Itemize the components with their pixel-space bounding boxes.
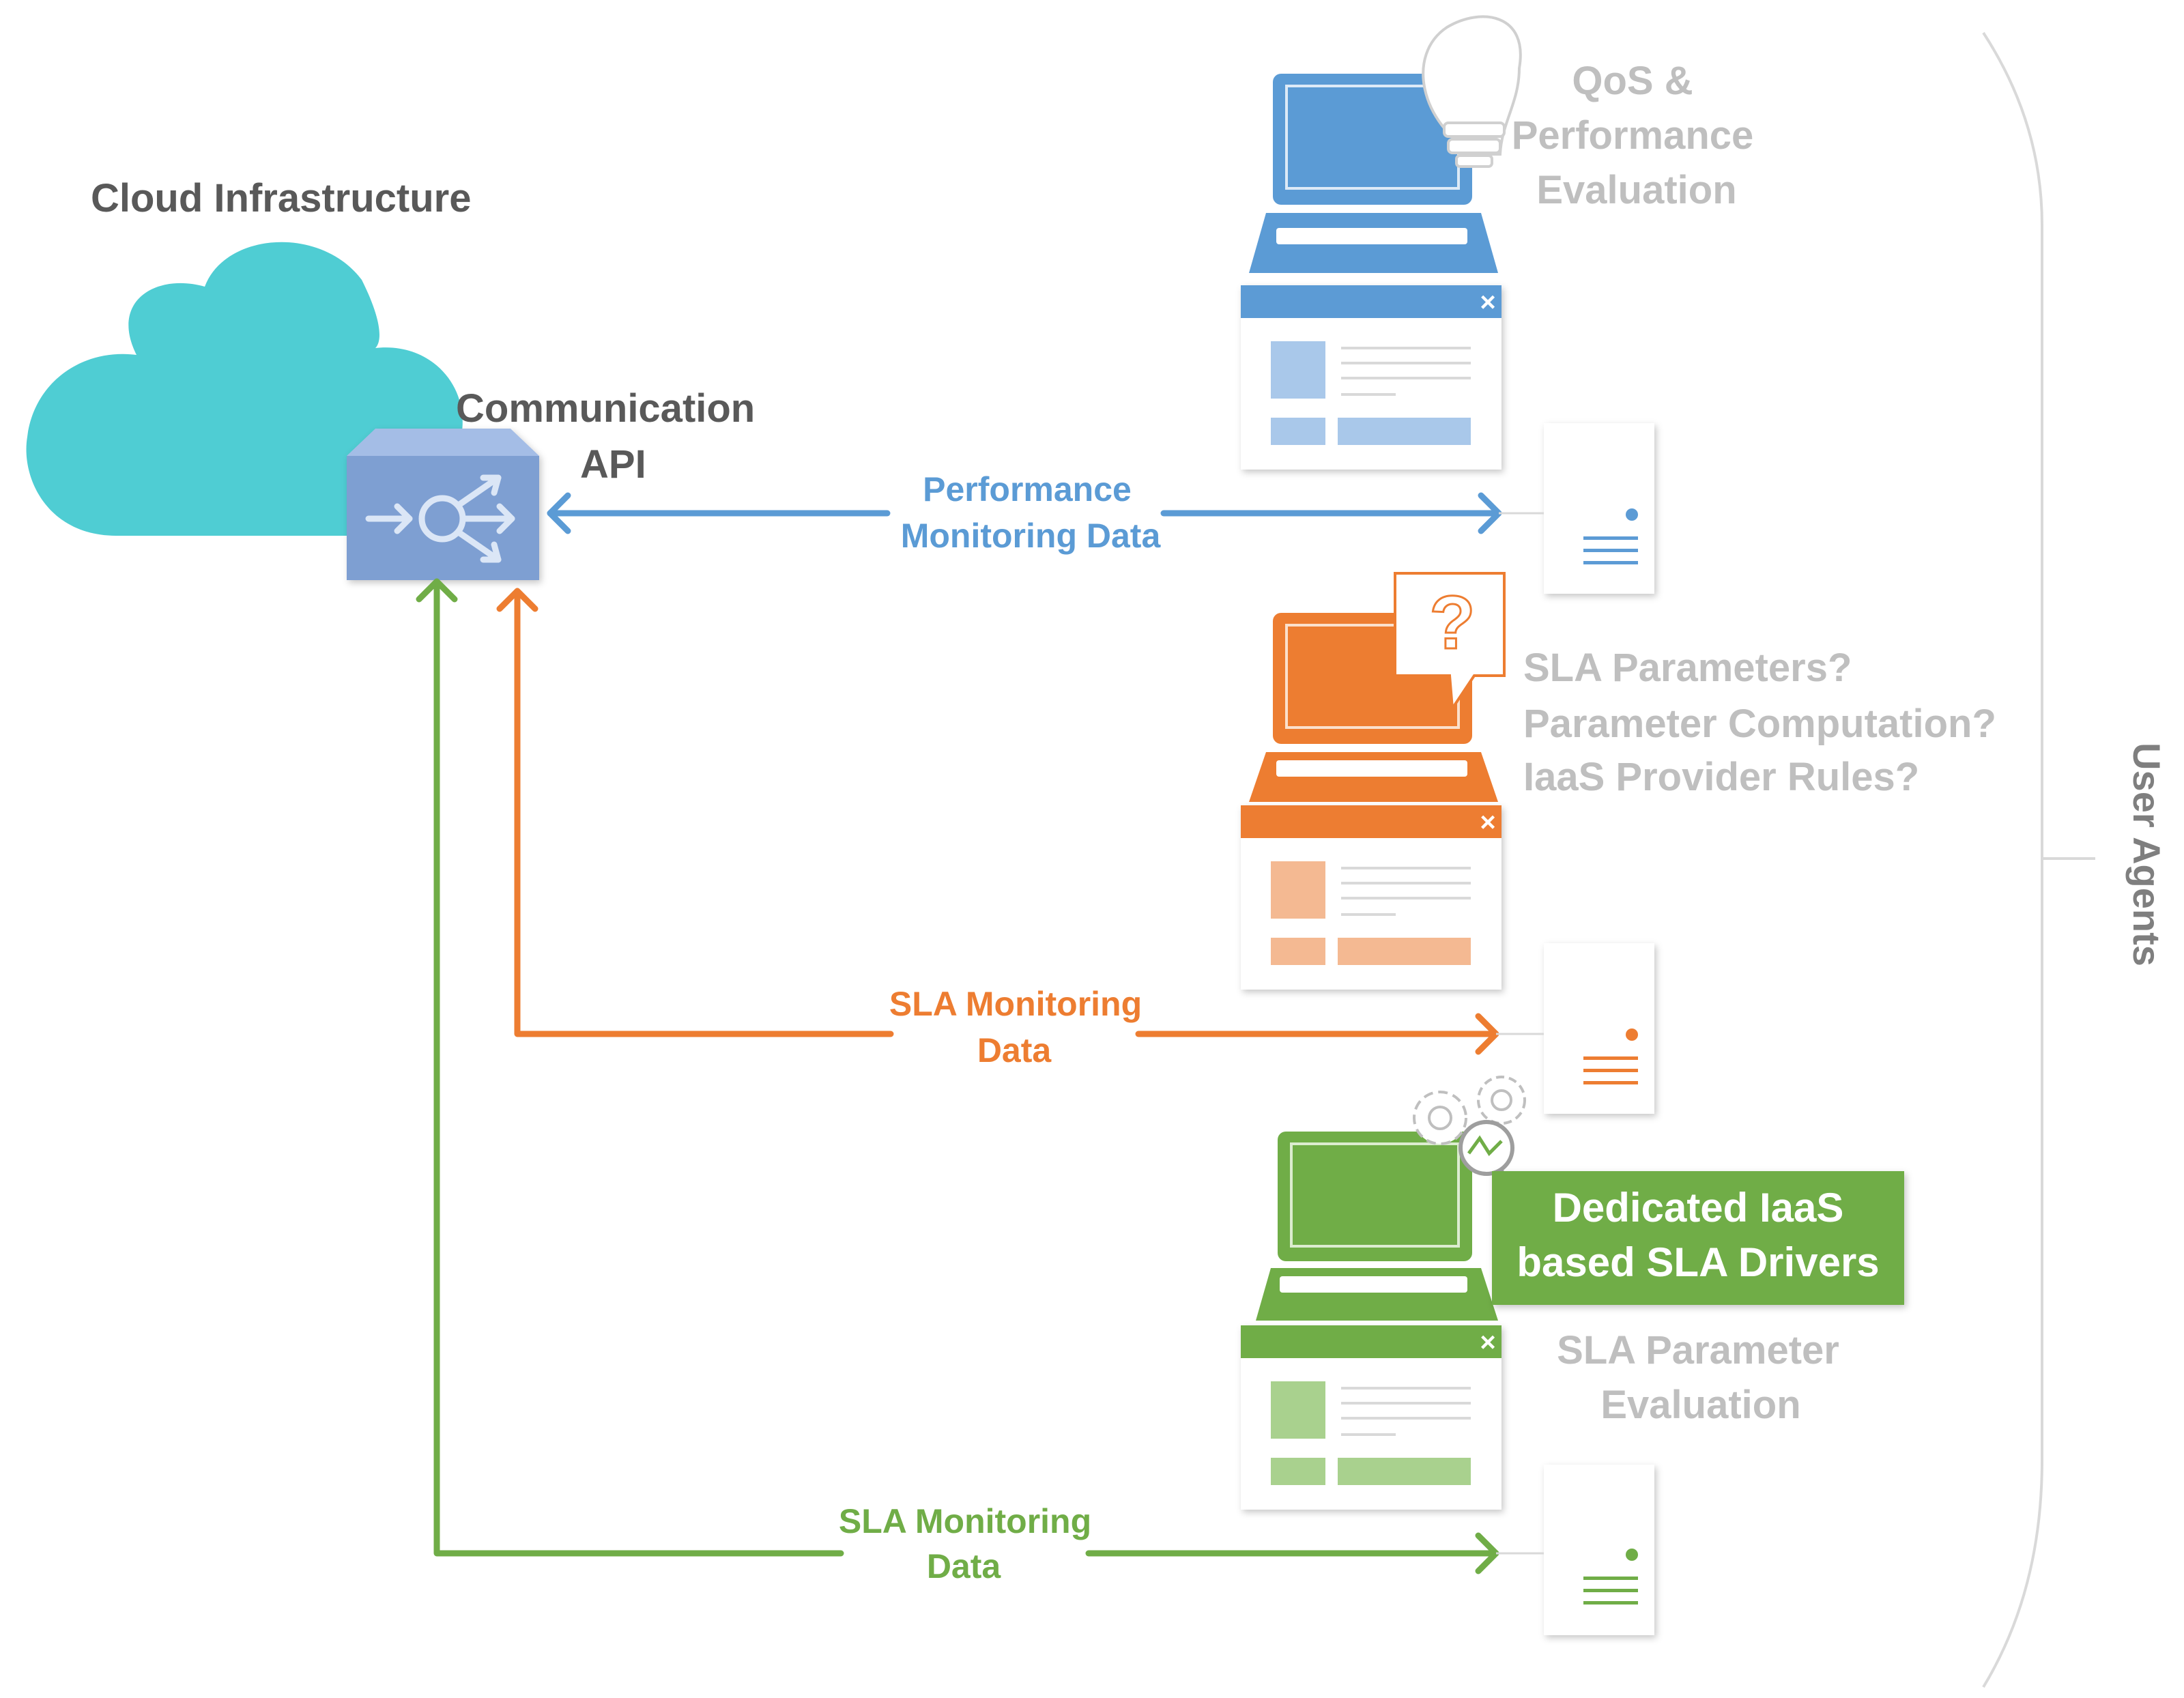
server-icon-orange	[1544, 943, 1654, 1114]
app-window-blue	[1241, 285, 1502, 470]
close-icon[interactable]: ×	[1480, 287, 1495, 317]
lightbulb-icon	[1422, 15, 1522, 168]
communication-api-icon	[347, 429, 539, 580]
sla-parameter-evaluation-line2: Evaluation	[1600, 1383, 1800, 1427]
sla-monitoring-orange-label-line2: Data	[977, 1031, 1052, 1069]
cloud-infrastructure-label: Cloud Infrastructure	[91, 176, 472, 220]
server-icon-blue	[1544, 423, 1654, 594]
server-icon-green	[1544, 1465, 1654, 1635]
sla-monitoring-orange-label-line1: SLA Monitoring	[889, 985, 1142, 1023]
dedicated-iaas-box	[1492, 1171, 1904, 1305]
dedicated-iaas-label-line2: based SLA Drivers	[1517, 1239, 1879, 1285]
sla-parameter-evaluation-line1: SLA Parameter	[1557, 1328, 1839, 1372]
close-icon[interactable]: ×	[1480, 807, 1495, 837]
laptop-icon-blue	[1249, 74, 1498, 273]
parameter-computation-question: Parameter Computation?	[1523, 702, 1996, 746]
question-bubble-icon	[1394, 572, 1506, 713]
qos-label-line2: Performance	[1512, 113, 1754, 158]
close-icon[interactable]: ×	[1480, 1327, 1495, 1357]
performance-monitoring-label-line2: Monitoring Data	[901, 517, 1162, 555]
sla-monitoring-green-label-line2: Data	[927, 1547, 1002, 1585]
dedicated-iaas-label-line1: Dedicated IaaS	[1553, 1185, 1844, 1231]
question-mark-icon: ?	[1429, 581, 1475, 665]
iaas-provider-rules-question: IaaS Provider Rules?	[1523, 755, 1919, 799]
laptop-icon-green	[1256, 1132, 1498, 1321]
qos-label-line3: Evaluation	[1536, 168, 1736, 212]
sla-parameters-question: SLA Parameters?	[1523, 646, 1852, 690]
user-agents-bracket	[1982, 31, 2095, 1688]
communication-api-label-line2: API	[580, 442, 646, 487]
app-window-orange	[1241, 805, 1502, 990]
sla-monitoring-green-label-line1: SLA Monitoring	[839, 1502, 1091, 1540]
app-window-green	[1241, 1325, 1502, 1510]
communication-api-label-line1: Communication	[456, 386, 755, 431]
performance-monitoring-label-line1: Performance	[923, 470, 1132, 508]
user-agents-label: User Agents	[2125, 743, 2168, 966]
qos-label-line1: QoS &	[1572, 59, 1693, 103]
